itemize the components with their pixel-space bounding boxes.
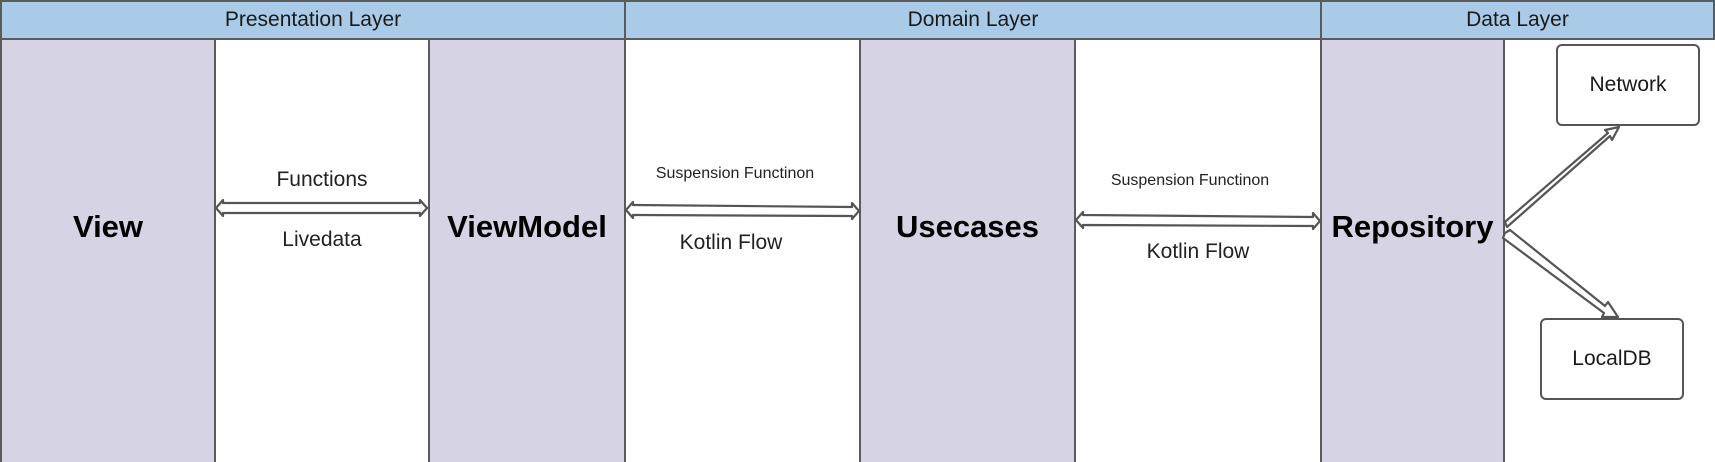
repository-label: Repository	[1331, 209, 1494, 244]
repository-column	[1320, 40, 1505, 462]
viewmodel-column	[428, 40, 626, 462]
presentation-layer-header: Presentation Layer	[0, 0, 626, 40]
localdb-box: LocalDB	[1540, 318, 1684, 400]
usecases-label: Usecases	[895, 209, 1040, 244]
view-label: View	[72, 209, 144, 244]
view-column	[0, 40, 216, 462]
viewmodel-usecases-connector-column	[624, 40, 861, 462]
network-box: Network	[1556, 44, 1700, 126]
view-viewmodel-connector-column	[214, 40, 430, 462]
network-label: Network	[1589, 73, 1667, 96]
uc-repo-kotlin-flow-label: Kotlin Flow	[1146, 240, 1250, 263]
localdb-label: LocalDB	[1572, 347, 1652, 370]
uc-repo-suspension-label: Suspension Functinon	[1110, 172, 1270, 189]
vm-uc-kotlin-flow-label: Kotlin Flow	[679, 231, 783, 254]
vm-uc-suspension-label: Suspension Functinon	[655, 165, 815, 182]
functions-label: Functions	[276, 168, 368, 191]
domain-layer-header: Domain Layer	[624, 0, 1322, 40]
usecases-column	[859, 40, 1076, 462]
usecases-repository-connector-column	[1074, 40, 1322, 462]
livedata-label: Livedata	[282, 228, 362, 251]
data-layer-header: Data Layer	[1320, 0, 1715, 40]
viewmodel-label: ViewModel	[447, 209, 607, 244]
